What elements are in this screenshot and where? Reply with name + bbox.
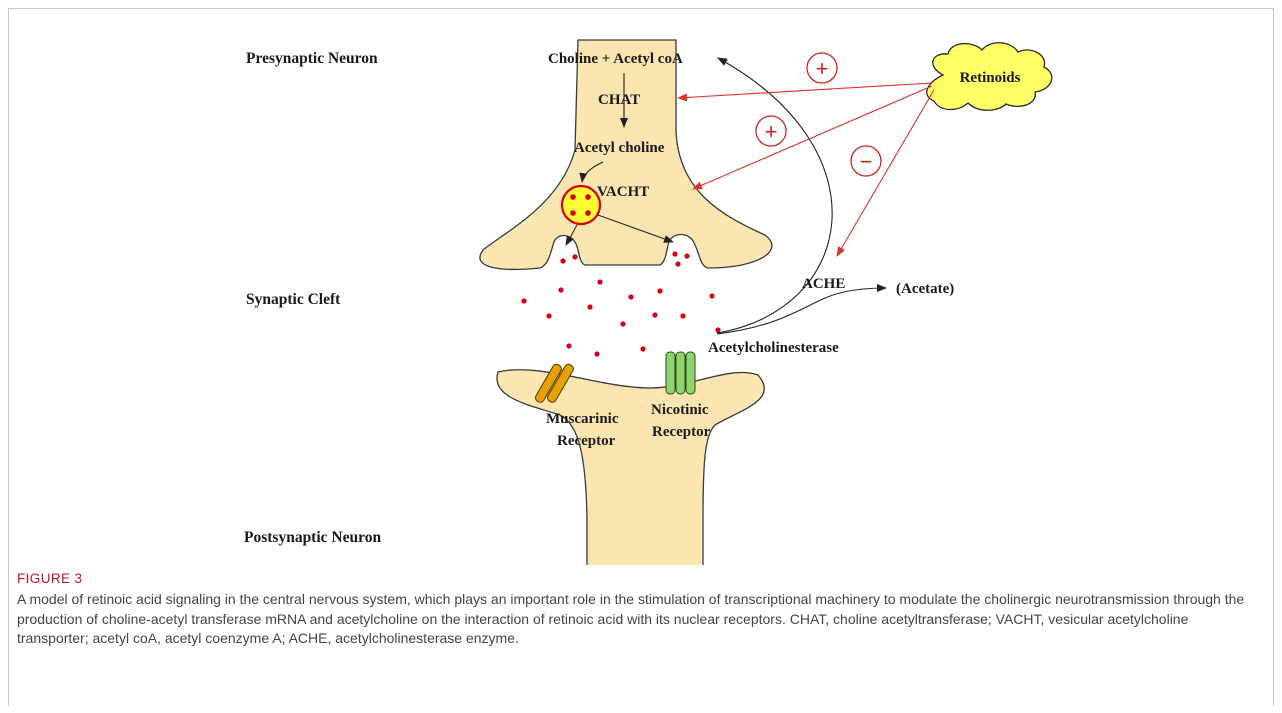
acetate-label: (Acetate) xyxy=(896,281,954,297)
nicotinic-label-2: Receptor xyxy=(652,424,711,440)
vesicle-icon xyxy=(562,186,600,224)
figure-title: FIGURE 3 xyxy=(17,571,82,586)
retinoids-label: Retinoids xyxy=(960,70,1021,86)
figure-caption: A model of retinoic acid signaling in th… xyxy=(17,590,1257,649)
svg-text:+: + xyxy=(765,119,778,144)
choline-acetylcoa-label: Choline + Acetyl coA xyxy=(548,51,683,67)
svg-text:−: − xyxy=(860,149,873,174)
nicotinic-label-1: Nicotinic xyxy=(651,402,709,418)
ache-label: ACHE xyxy=(802,276,845,292)
vacht-label: VACHT xyxy=(597,184,649,200)
nicotinic-receptor-icon xyxy=(666,352,695,394)
muscarinic-label-1: Muscarinic xyxy=(546,411,619,427)
plus-icon-chat: + xyxy=(807,53,837,83)
acetylcholine-label: Acetyl choline xyxy=(574,140,665,156)
synapse-diagram: Presynaptic Neuron Synaptic Cleft Postsy… xyxy=(0,0,1282,565)
minus-icon-ache: − xyxy=(851,146,881,176)
acetylcholine-molecules xyxy=(521,251,720,356)
chat-label: CHAT xyxy=(598,92,640,108)
plus-icon-vacht: + xyxy=(756,116,786,146)
svg-text:+: + xyxy=(816,56,829,81)
acetylcholinesterase-label: Acetylcholinesterase xyxy=(708,340,839,356)
muscarinic-label-2: Receptor xyxy=(557,433,616,449)
presynaptic-label: Presynaptic Neuron xyxy=(246,50,378,67)
synaptic-cleft-label: Synaptic Cleft xyxy=(246,291,341,308)
postsynaptic-label: Postsynaptic Neuron xyxy=(244,529,381,546)
